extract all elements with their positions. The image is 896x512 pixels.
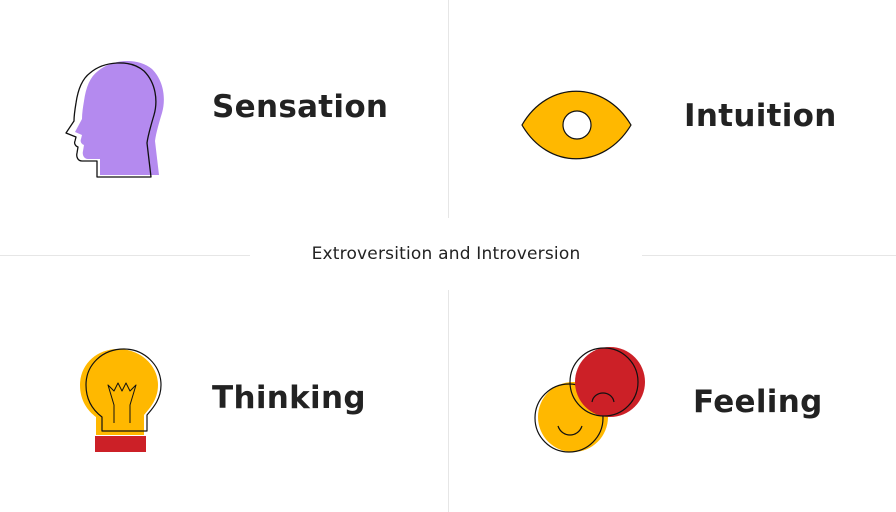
center-label: Extroversition and Introversion (311, 244, 581, 264)
vertical-divider-bottom (448, 290, 449, 512)
horizontal-divider-right (642, 255, 896, 256)
head-profile-icon (60, 55, 170, 189)
intuition-label: Intuition (684, 98, 837, 134)
vertical-divider-top (448, 0, 449, 218)
horizontal-divider-left (0, 255, 250, 256)
happy-sad-faces-icon (530, 342, 652, 461)
lightbulb-icon (78, 345, 168, 461)
sensation-label: Sensation (212, 89, 389, 125)
eye-icon (518, 82, 638, 176)
feeling-label: Feeling (693, 384, 823, 420)
thinking-label: Thinking (212, 380, 366, 416)
